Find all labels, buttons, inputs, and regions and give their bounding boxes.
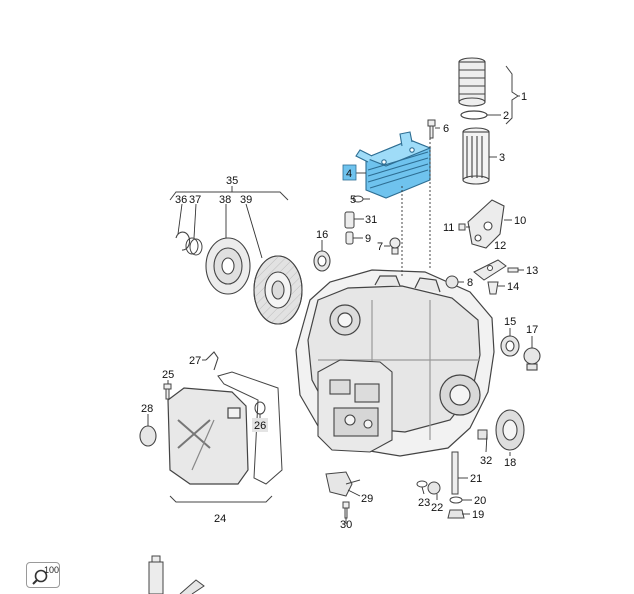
bracket-35 <box>169 191 289 201</box>
callout-5[interactable]: 5 <box>350 194 356 206</box>
callout-21[interactable]: 21 <box>470 473 482 485</box>
callout-31[interactable]: 31 <box>365 214 377 226</box>
cap-28 <box>139 425 157 447</box>
callout-32[interactable]: 32 <box>480 455 492 467</box>
nut-32 <box>477 429 488 440</box>
callout-19[interactable]: 19 <box>472 509 484 521</box>
plug-8 <box>445 275 459 289</box>
callout-29[interactable]: 29 <box>361 493 373 505</box>
callout-8[interactable]: 8 <box>467 277 473 289</box>
dipstick-21 <box>451 451 459 495</box>
callout-27[interactable]: 27 <box>189 355 201 367</box>
callout-28[interactable]: 28 <box>141 403 153 415</box>
bolt-6 <box>427 119 436 139</box>
callout-20[interactable]: 20 <box>474 495 486 507</box>
callout-7[interactable]: 7 <box>377 241 383 253</box>
callout-26-bg <box>252 418 268 432</box>
callout-30[interactable]: 30 <box>340 519 352 531</box>
side-cover <box>167 387 249 485</box>
cap-17 <box>523 347 541 371</box>
bracket-24 <box>169 495 273 503</box>
callout-10[interactable]: 10 <box>514 215 526 227</box>
callout-24[interactable]: 24 <box>214 513 226 525</box>
callout-17[interactable]: 17 <box>526 324 538 336</box>
oil-filter-housing <box>458 57 486 107</box>
callout-35[interactable]: 35 <box>226 175 238 187</box>
callout-6[interactable]: 6 <box>443 123 449 135</box>
callout-labels: 1 2 3 4 5 6 31 9 7 16 10 11 12 8 13 14 1… <box>141 91 538 531</box>
flange-18 <box>495 409 525 451</box>
callout-9[interactable]: 9 <box>365 233 371 245</box>
callout-25[interactable]: 25 <box>162 369 174 381</box>
sleeve-31 <box>344 211 355 229</box>
callout-3[interactable]: 3 <box>499 152 505 164</box>
callout-11[interactable]: 11 <box>443 222 454 234</box>
piston-38 <box>205 237 251 295</box>
mechatronic-unit <box>317 359 393 453</box>
o-ring-20 <box>449 496 463 504</box>
oil-filter-element <box>462 127 490 185</box>
callout-13[interactable]: 13 <box>526 265 538 277</box>
gasket-cover <box>217 371 283 485</box>
spring-37 <box>185 237 203 256</box>
callout-37[interactable]: 37 <box>189 194 201 206</box>
filter-o-ring <box>460 110 488 120</box>
callout-2[interactable]: 2 <box>503 110 509 122</box>
zoom-button[interactable]: 100 <box>26 562 60 588</box>
bolt-13 <box>507 267 519 273</box>
oil-cooler <box>355 131 432 199</box>
callout-15[interactable]: 15 <box>504 316 516 328</box>
callout-39[interactable]: 39 <box>240 194 252 206</box>
bolt-25 <box>163 383 172 400</box>
bracket-10 <box>467 199 505 249</box>
seal-16 <box>313 250 331 272</box>
callout-26[interactable]: 26 <box>254 420 266 432</box>
plug-7 <box>389 237 401 255</box>
leader-lines <box>147 95 533 524</box>
seal-23 <box>416 480 428 488</box>
callout-4-highlight <box>342 164 357 181</box>
sensor-29 <box>325 471 361 497</box>
callout-38[interactable]: 38 <box>219 194 231 206</box>
callout-18[interactable]: 18 <box>504 457 516 469</box>
zoom-label: 100 <box>44 565 60 575</box>
bolt-11 <box>458 223 466 231</box>
callout-22[interactable]: 22 <box>431 502 443 514</box>
bracket-12-assy <box>473 259 507 281</box>
bolt-30 <box>342 501 350 519</box>
plug-19 <box>447 509 465 519</box>
sensor-14 <box>487 281 499 295</box>
seal-26 <box>254 401 266 415</box>
zoom-icon <box>32 569 48 585</box>
callout-4[interactable]: 4 <box>346 168 352 180</box>
pin-9 <box>345 231 354 245</box>
plug-22 <box>427 481 441 495</box>
callout-12[interactable]: 12 <box>494 240 506 252</box>
clip-27 <box>205 351 219 371</box>
callout-1[interactable]: 1 <box>521 91 527 103</box>
seal-15 <box>500 335 520 357</box>
oil-bottle <box>148 555 205 594</box>
callout-16[interactable]: 16 <box>316 229 328 241</box>
clutch-drum-39 <box>253 255 303 325</box>
callout-23[interactable]: 23 <box>418 497 430 509</box>
callout-14[interactable]: 14 <box>507 281 519 293</box>
callout-36[interactable]: 36 <box>175 194 187 206</box>
